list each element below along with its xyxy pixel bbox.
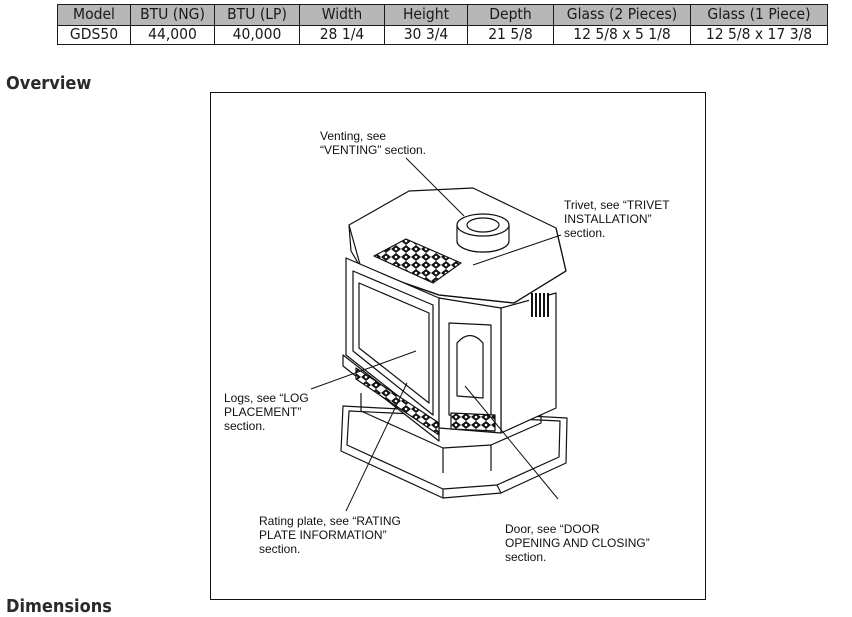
leader-lines [310,157,562,512]
stove-overview-figure: Venting, see “VENTING” section. Trivet, … [210,92,706,600]
glass-panel [358,282,430,404]
cell-height: 30 3/4 [384,25,468,45]
spec-table-header-row: Model BTU (NG) BTU (LP) Width Height Dep… [57,4,828,26]
callout-rating-plate: Rating plate, see “RATING PLATE INFORMAT… [259,514,401,556]
lower-grille [355,367,440,436]
section-heading-overview: Overview [6,73,92,94]
cell-width: 28 1/4 [299,25,385,45]
header-height: Height [384,4,468,26]
trivet-leader [472,234,562,266]
header-glass-2-pieces: Glass (2 Pieces) [553,4,691,26]
header-glass-1-piece: Glass (1 Piece) [690,4,828,26]
logs-leader [310,350,417,390]
header-model: Model [57,4,131,26]
spec-table: Model BTU (NG) BTU (LP) Width Height Dep… [57,4,828,45]
door-leader [464,385,559,500]
header-depth: Depth [467,4,554,26]
cell-glass-1-piece: 12 5/8 x 17 3/8 [690,25,828,45]
stove-body [340,187,568,499]
table-row: GDS50 44,000 40,000 28 1/4 30 3/4 21 5/8… [57,25,828,45]
venting-leader [405,157,465,217]
callout-logs: Logs, see “LOG PLACEMENT” section. [224,391,309,433]
top-grille [373,238,462,284]
stove-illustration [310,157,568,512]
rating-plate-leader [345,382,408,512]
cell-glass-2-pieces: 12 5/8 x 5 1/8 [553,25,691,45]
callout-trivet: Trivet, see “TRIVET INSTALLATION” sectio… [564,198,670,240]
door-arch-window [456,334,484,399]
header-btu-lp: BTU (LP) [214,4,300,26]
cell-btu-lp: 40,000 [214,25,300,45]
callout-venting: Venting, see “VENTING” section. [320,129,427,157]
header-width: Width [299,4,385,26]
cell-depth: 21 5/8 [467,25,554,45]
section-heading-dimensions: Dimensions [6,596,112,617]
header-btu-ng: BTU (NG) [130,4,215,26]
side-vent-grille [529,293,549,317]
cell-model: GDS50 [57,25,131,45]
cell-btu-ng: 44,000 [130,25,215,45]
callout-door: Door, see “DOOR OPENING AND CLOSING” sec… [505,522,650,564]
